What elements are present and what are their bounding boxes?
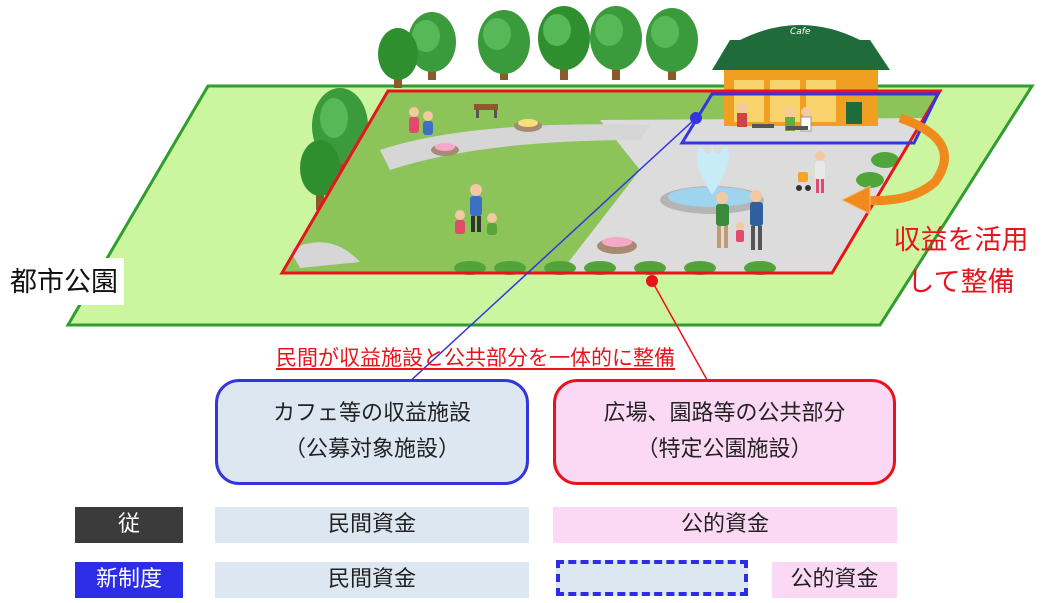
red-leader-line: [651, 280, 717, 397]
revenue-facility-box: カフェ等の収益施設 （公募対象施設）: [215, 379, 529, 485]
fountain-icon: [660, 140, 764, 214]
revenue-use-line1: 収益を活用: [893, 225, 1029, 256]
public-part-title: 広場、園路等の公共部分: [603, 401, 846, 426]
person-icon: [409, 107, 825, 250]
blue-leader-dot-top: [690, 112, 702, 124]
public-part-box: 広場、園路等の公共部分 （特定公園施設）: [553, 379, 896, 485]
cafe-sign: Cafe: [790, 27, 811, 37]
tree-icon: [300, 6, 698, 210]
red-leader-dot-top: [646, 275, 658, 287]
bench-icon: [474, 104, 498, 118]
new-private-funds: 民間資金: [215, 562, 529, 598]
previous-public-funds: 公的資金: [553, 507, 897, 543]
new-public-funds: 公的資金: [772, 562, 897, 598]
new-private-funded-public-part: [556, 560, 748, 596]
previous-private-funds: 民間資金: [215, 507, 529, 543]
cafe-building-icon: [712, 25, 890, 132]
curved-arrow-head: [840, 185, 871, 215]
public-area-boundary: [279, 89, 943, 275]
revenue-area-boundary: [679, 92, 941, 145]
curved-arrow-icon: [861, 113, 949, 206]
blue-leader-line: [393, 117, 697, 397]
park-label: 都市公園: [6, 258, 124, 305]
footpath-lower: [290, 242, 360, 268]
new-system-tag: 新制度: [75, 562, 183, 598]
public-part-subtitle: （特定公園施設）: [636, 437, 813, 462]
revenue-use-note: 収益を活用 して整備: [876, 220, 1046, 304]
revenue-facility-subtitle: （公募対象施設）: [283, 437, 460, 462]
revenue-facility-title: カフェ等の収益施設: [272, 401, 471, 426]
previous-system-tag: 従前: [75, 507, 183, 573]
integrated-development-note: 民間が収益施設と公共部分を一体的に整備: [276, 346, 675, 370]
flowerbed-icon: [431, 119, 637, 254]
footpath: [380, 124, 650, 170]
revenue-use-line2: して整備: [907, 267, 1015, 298]
